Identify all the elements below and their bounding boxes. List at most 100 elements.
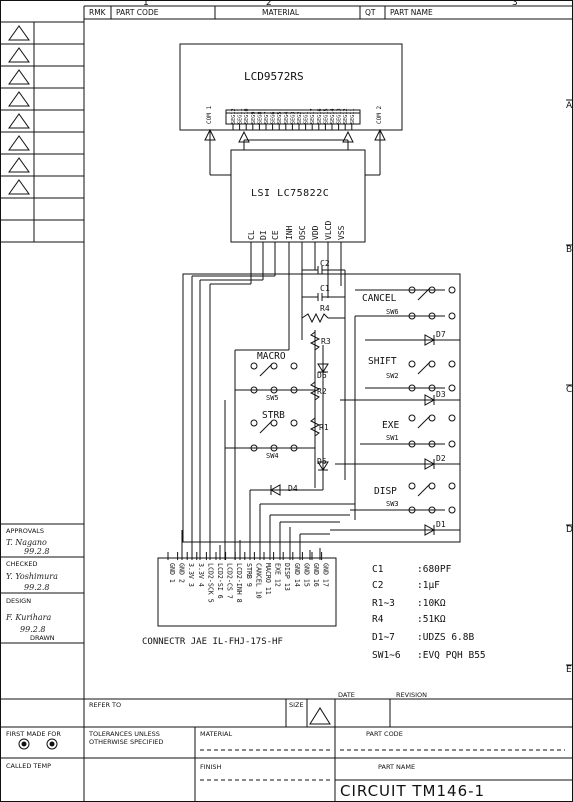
switch-label-macro: MACRO bbox=[257, 351, 286, 362]
column-mark-3: 3 bbox=[512, 0, 518, 8]
revision-triangle-column bbox=[0, 21, 84, 243]
label-d3: D3 bbox=[436, 390, 446, 399]
value-name-c1: C1 bbox=[372, 564, 384, 575]
label-r4: R4 bbox=[320, 304, 330, 313]
design-label: DESIGN bbox=[6, 597, 31, 605]
lcd-com1: COM 1 bbox=[206, 106, 213, 124]
projection-symbol-icon bbox=[18, 738, 30, 750]
connector-pin-label: LCD2-CS 7 bbox=[226, 563, 234, 599]
label-d5: D5 bbox=[317, 457, 327, 466]
connector-pin-label: 3.3V 4 bbox=[197, 563, 205, 587]
lsi-ic bbox=[230, 149, 366, 243]
ic-pin-label: VSS bbox=[337, 225, 346, 240]
connector-pin-label: EXE 12 bbox=[274, 563, 282, 587]
switch-ref-sw3: SW3 bbox=[386, 500, 399, 508]
label-r1: R1 bbox=[319, 423, 329, 432]
tolerances-line-2: OTHERWISE SPECIFIED bbox=[89, 738, 163, 746]
lcd-name: LCD9572RS bbox=[244, 70, 304, 83]
value-c2: :1μF bbox=[417, 580, 440, 591]
switch-ref-sw2: SW2 bbox=[386, 372, 399, 380]
ic-pin-label: CL bbox=[247, 230, 256, 240]
row-mark-b: B bbox=[566, 245, 572, 255]
value-name-d1-7: D1∼7 bbox=[372, 632, 395, 643]
connector-name: CONNECTR JAE IL-FHJ-17S-HF bbox=[142, 637, 283, 647]
lcd-segment-label: SEG3 bbox=[290, 112, 296, 125]
label-d1: D1 bbox=[436, 520, 446, 529]
value-name-c2: C2 bbox=[372, 580, 383, 591]
value-name-r4: R4 bbox=[372, 614, 384, 625]
drawn-label: DRAWN bbox=[30, 634, 55, 642]
checked-signature: Y. Yoshimura bbox=[6, 572, 58, 581]
label-d6: D6 bbox=[317, 371, 327, 380]
value-d1-7: :UDZS 6.8B bbox=[417, 632, 474, 643]
switch-ref-sw5: SW5 bbox=[266, 394, 279, 402]
lcd-segment-label: SEG7 bbox=[264, 112, 270, 125]
value-r1-3: :10KΩ bbox=[417, 598, 446, 609]
ic-pin-label: DI bbox=[259, 230, 268, 240]
lcd-segment-label: SEG9 bbox=[251, 112, 257, 125]
switch-ref-sw1: SW1 bbox=[386, 434, 399, 442]
revision-label: REVISION bbox=[396, 691, 427, 699]
lcd-segment-label: SEG8 bbox=[257, 112, 263, 125]
connector-pin-label: GND 16 bbox=[312, 563, 320, 587]
switch-label-strb: STRB bbox=[262, 410, 285, 421]
finish-label: FINISH bbox=[200, 763, 222, 771]
connector-pin-label: LCD2-SI 6 bbox=[216, 563, 224, 599]
connector-pin-label: GND 14 bbox=[293, 563, 301, 587]
ic-pin-label: INH bbox=[285, 225, 294, 240]
label-c2: C2 bbox=[320, 259, 330, 268]
value-r4: :51KΩ bbox=[417, 614, 446, 625]
lcd-com2: COM 2 bbox=[376, 106, 383, 124]
label-c1: C1 bbox=[320, 284, 330, 293]
switch-label-cancel: CANCEL bbox=[362, 293, 397, 304]
ic-pin-label: VLCD bbox=[324, 221, 333, 240]
date-label: DATE bbox=[338, 691, 355, 699]
connector-pin-label: GND 1 bbox=[168, 563, 176, 583]
switch-ref-sw4: SW4 bbox=[266, 452, 279, 460]
connector-pin-label: GND 15 bbox=[302, 563, 310, 587]
lcd-segment-label: SEG15 bbox=[323, 108, 329, 124]
connector-pin-label: MACRO 11 bbox=[264, 563, 272, 595]
header-material: MATERIAL bbox=[262, 8, 300, 17]
tolerances-line-1: TOLERANCES UNLESS bbox=[88, 730, 160, 738]
approvals-date: 99.2.8 bbox=[24, 547, 49, 556]
column-mark-1: 1 bbox=[143, 0, 149, 8]
lcd-segment-label: SEG10 bbox=[244, 108, 250, 124]
lcd-segment-label: SEG2 bbox=[297, 112, 303, 125]
lcd-segment-label: SEG14 bbox=[330, 108, 336, 124]
lcd-panel bbox=[179, 43, 403, 131]
label-r3: R3 bbox=[321, 337, 331, 346]
header-part-code: PART CODE bbox=[116, 8, 159, 17]
lcd-segment-label: SEG5 bbox=[277, 112, 283, 125]
label-d7: D7 bbox=[436, 330, 446, 339]
switch-label-exe: EXE bbox=[382, 420, 399, 431]
design-date: 99.2.8 bbox=[20, 625, 45, 634]
size-label: SIZE bbox=[289, 701, 304, 709]
header-part-name: PART NAME bbox=[390, 8, 433, 17]
called-temp-label: CALLED TEMP bbox=[6, 762, 51, 770]
lcd-segment-label: SEG11 bbox=[238, 108, 244, 124]
connector-pin-label: STRB 9 bbox=[245, 563, 253, 587]
ic-name: LSI LC75822C bbox=[251, 188, 329, 199]
switch-label-disp: DISP bbox=[374, 486, 397, 497]
switch-label-shift: SHIFT bbox=[368, 356, 397, 367]
connector-pin-label: 3.3V 3 bbox=[187, 563, 195, 587]
lcd-segment-label: SEG1 bbox=[304, 112, 310, 125]
connector bbox=[157, 557, 337, 627]
header-rmk: RMK bbox=[89, 8, 107, 17]
row-mark-d: D bbox=[566, 525, 573, 535]
approvals-signature: T. Nagano bbox=[6, 538, 47, 547]
lcd-segment-label: SEG17 bbox=[310, 108, 316, 124]
label-d2: D2 bbox=[436, 454, 446, 463]
lcd-segment-label: SEG12 bbox=[343, 108, 349, 124]
value-name-r1-3: R1∼3 bbox=[372, 598, 395, 609]
connector-pin-label: GND 17 bbox=[322, 563, 330, 587]
row-mark-e: E bbox=[566, 665, 572, 675]
part-name-label: PART NAME bbox=[378, 763, 415, 771]
connector-pin-label: LCD2-INH 8 bbox=[235, 563, 243, 603]
ic-pin-label: OSC bbox=[298, 225, 307, 240]
value-name-sw1-6: SW1∼6 bbox=[372, 650, 401, 661]
lcd-segment-label: SEG11 bbox=[350, 108, 356, 124]
design-signature: F. Kurihara bbox=[5, 613, 51, 622]
row-mark-a: A bbox=[566, 101, 573, 111]
